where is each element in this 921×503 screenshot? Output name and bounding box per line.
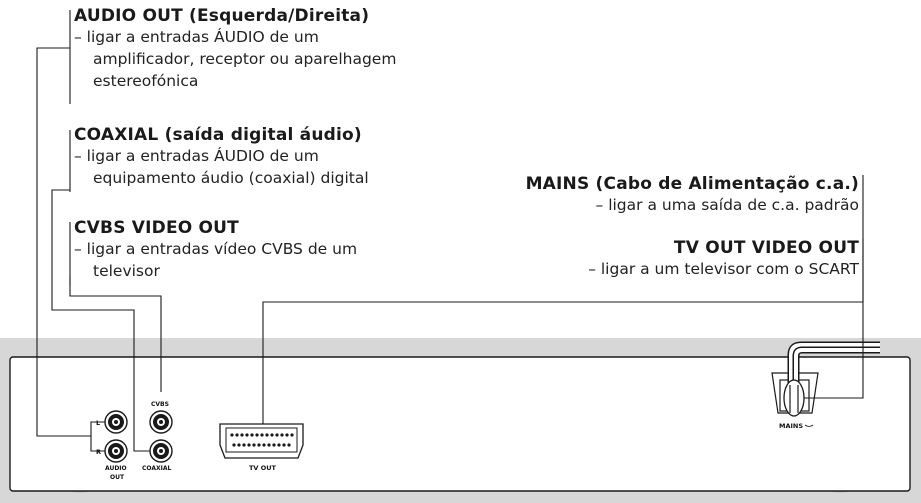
coaxial-desc-line: equipamento áudio (coaxial) digital: [93, 169, 369, 187]
mains-desc: – ligar a uma saída de c.a. padrão: [595, 196, 859, 214]
coaxial-callout: COAXIAL (saída digital áudio) – ligar a …: [74, 125, 369, 189]
cvbs-desc: – ligar a entradas vídeo CVBS de um tele…: [74, 238, 357, 282]
mains-callout: MAINS (Cabo de Alimentação c.a.) – ligar…: [526, 174, 859, 216]
audio-out-label-1: AUDIO: [105, 465, 127, 472]
mains-panel-label: MAINS: [779, 422, 803, 430]
coaxial-heading: COAXIAL (saída digital áudio): [74, 125, 362, 145]
audio-out-leader-r: [90, 436, 105, 452]
audio-out-desc-line: – ligar a entradas ÁUDIO de um: [74, 28, 319, 46]
audio-out-desc-line: amplificador, receptor ou aparelhagem: [93, 50, 397, 68]
scart-connector: [219, 423, 304, 459]
cvbs-desc-line: televisor: [93, 262, 160, 280]
jack-audio-l: [104, 410, 128, 434]
audio-out-leader: [36, 47, 105, 437]
tv-out-desc: – ligar a um televisor com o SCART: [588, 260, 859, 278]
cvbs-callout: CVBS VIDEO OUT – ligar a entradas vídeo …: [74, 218, 357, 282]
audio-out-label-2: OUT: [110, 474, 125, 481]
coaxial-panel-label: COAXIAL: [142, 465, 171, 472]
audio-out-desc-line: estereofónica: [93, 72, 199, 90]
tv-out-callout: TV OUT VIDEO OUT – ligar a um televisor …: [588, 238, 859, 280]
jack-cvbs: [149, 410, 173, 434]
cvbs-heading: CVBS VIDEO OUT: [74, 218, 239, 238]
jack-r-label: R: [96, 448, 101, 456]
tv-out-panel-label: TV OUT: [249, 464, 277, 472]
mains-leader: [804, 214, 864, 399]
audio-out-callout: AUDIO OUT (Esquerda/Direita) – ligar a e…: [74, 6, 396, 92]
jack-coaxial: [149, 439, 173, 463]
coaxial-leader: [51, 189, 150, 452]
cvbs-desc-line: – ligar a entradas vídeo CVBS de um: [74, 240, 358, 258]
audio-out-desc: – ligar a entradas ÁUDIO de um amplifica…: [74, 26, 396, 92]
coaxial-desc: – ligar a entradas ÁUDIO de um equipamen…: [74, 145, 369, 189]
mains-heading: MAINS (Cabo de Alimentação c.a.): [525, 174, 859, 194]
scart-pins: [230, 433, 294, 447]
cvbs-leader: [69, 276, 162, 392]
cvbs-panel-label: CVBS: [151, 401, 169, 408]
mains-inlet: [771, 341, 880, 417]
jack-l-label: L: [96, 419, 100, 427]
leader-lines: [36, 10, 864, 452]
coaxial-desc-line: – ligar a entradas ÁUDIO de um: [74, 147, 319, 165]
tv-out-heading: TV OUT VIDEO OUT: [673, 238, 859, 258]
jack-audio-r: [104, 439, 128, 463]
ac-symbol: [804, 424, 814, 427]
audio-out-heading: AUDIO OUT (Esquerda/Direita): [74, 6, 370, 26]
